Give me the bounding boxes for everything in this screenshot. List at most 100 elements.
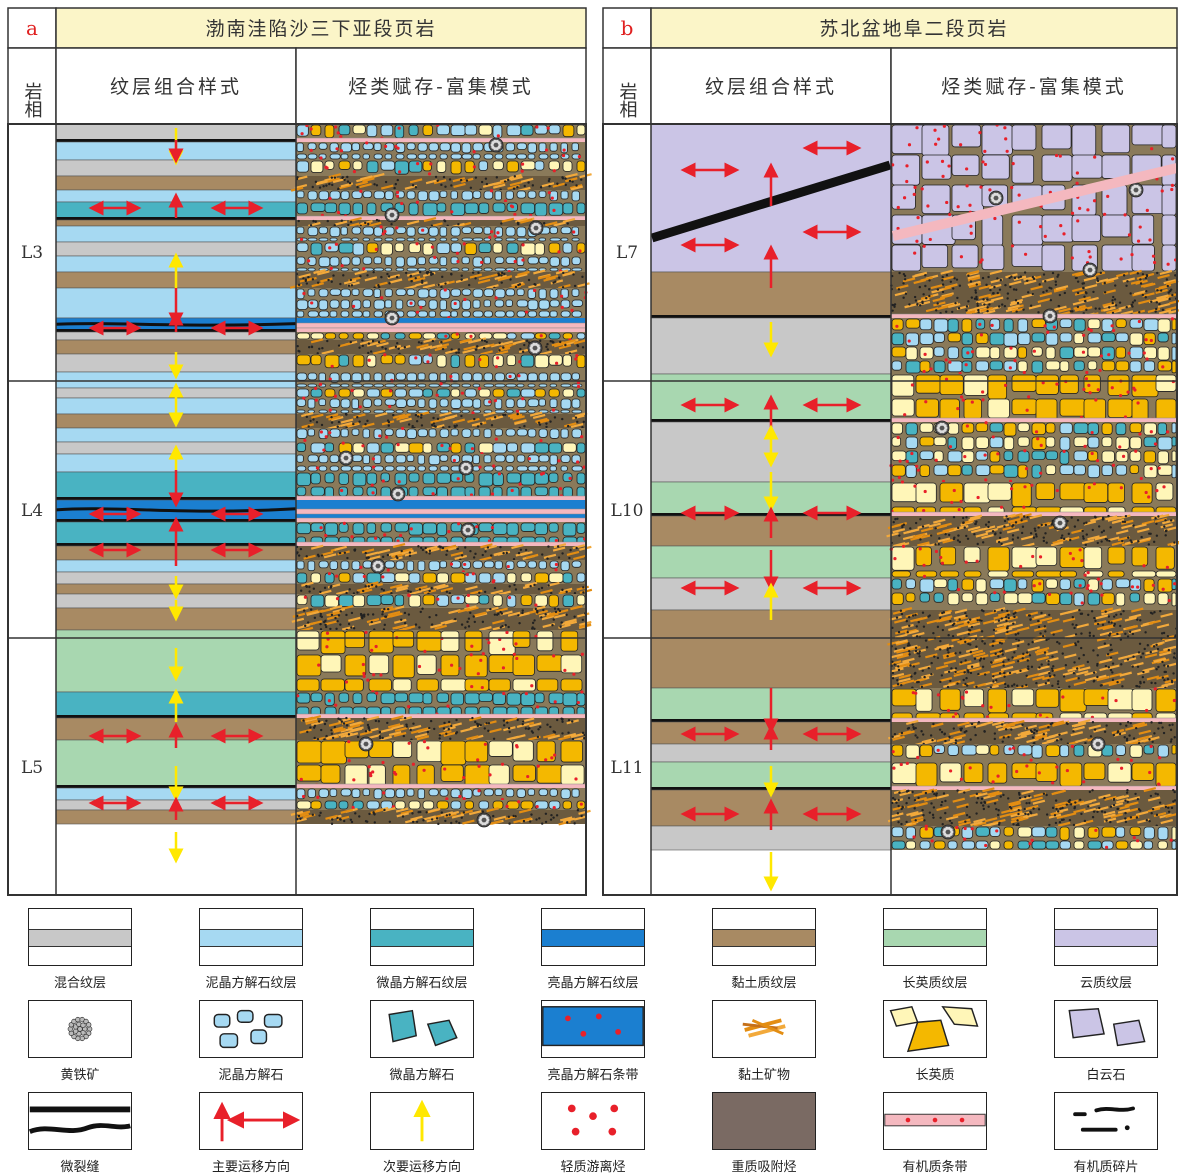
organic-fragment [999, 288, 1001, 290]
light-hydrocarbon [309, 127, 312, 130]
organic-fragment [331, 281, 333, 283]
mineral-grain [572, 466, 582, 471]
organic-fragment [1038, 666, 1040, 668]
mineral-grain [381, 125, 393, 136]
organic-fragment [1134, 299, 1136, 301]
organic-fragment [321, 554, 323, 556]
organic-fragment [556, 814, 558, 816]
organic-fragment [332, 274, 334, 276]
mineral-grain [441, 741, 466, 765]
mineral-grain [462, 373, 472, 381]
mineral-grain [479, 243, 491, 253]
organic-fragment [1163, 671, 1165, 673]
mineral-grain [506, 429, 515, 436]
organic-fragment [365, 730, 367, 732]
light-hydrocarbon [352, 778, 355, 781]
mineral-grain [319, 300, 328, 310]
mineral-grain [440, 399, 448, 407]
mineral-grain [367, 595, 381, 605]
organic-fragment [458, 822, 460, 824]
light-hydrocarbon [923, 370, 926, 373]
mineral-grain [297, 333, 310, 339]
organic-fragment [337, 425, 339, 427]
light-hydrocarbon [913, 193, 916, 196]
light-hydrocarbon [1079, 548, 1082, 551]
light-hydrocarbon [526, 775, 529, 778]
light-hydrocarbon [1150, 745, 1153, 748]
organic-fragment [1026, 516, 1028, 518]
organic-fragment [1020, 519, 1022, 521]
organic-fragment [468, 617, 470, 619]
organic-fragment [1039, 632, 1041, 634]
organic-fragment [483, 347, 485, 349]
light-hydrocarbon [487, 641, 490, 644]
organic-fragment [541, 822, 543, 824]
organic-fragment [919, 538, 921, 540]
mineral-grain [308, 191, 317, 200]
mineral-grain [374, 384, 383, 387]
mineral-grain [572, 191, 580, 201]
mineral-grain [396, 429, 406, 437]
mineral-grain [396, 373, 406, 380]
mineral-grain [507, 443, 517, 452]
light-hydrocarbon [923, 245, 926, 248]
organic-fragment [1145, 290, 1147, 292]
light-hydrocarbon [898, 476, 901, 479]
organic-fragment [356, 591, 358, 593]
mineral-grain [550, 789, 557, 796]
organic-fragment [1104, 610, 1106, 612]
organic-fragment [974, 289, 976, 291]
light-hydrocarbon [300, 778, 303, 781]
organic-fragment [420, 547, 422, 549]
mineral-grain [990, 579, 1004, 588]
organic-fragment [1158, 722, 1160, 724]
light-hydrocarbon [554, 568, 557, 571]
light-hydrocarbon [551, 197, 554, 200]
organic-fragment [533, 584, 535, 586]
organic-fragment [523, 344, 525, 346]
organic-fragment [365, 820, 367, 822]
organic-fragment [967, 621, 969, 623]
organic-fragment [314, 617, 316, 619]
organic-fragment [1105, 538, 1107, 540]
organic-fragment [345, 614, 347, 616]
mineral-grain [479, 203, 489, 213]
light-hydrocarbon [562, 154, 565, 157]
mineral-grain [297, 561, 304, 569]
mineral-grain [393, 765, 410, 787]
organic-fragment [500, 626, 502, 628]
light-hydrocarbon [510, 204, 513, 207]
organic-fragment [573, 616, 575, 618]
organic-fragment [920, 730, 922, 732]
mineral-grain [473, 289, 483, 297]
pyrite-framboid [394, 211, 397, 214]
mineral-grain [297, 191, 304, 198]
organic-fragment [936, 302, 938, 304]
mineral-grain [550, 399, 557, 408]
organic-fragment [1086, 533, 1088, 535]
organic-fragment [498, 342, 500, 344]
mineral-grain [1132, 125, 1165, 145]
mineral-grain [417, 679, 438, 691]
light-hydrocarbon [513, 213, 516, 216]
organic-fragment [463, 811, 465, 813]
light-hydrocarbon [477, 672, 480, 675]
organic-fragment [523, 425, 525, 427]
mineral-grain [521, 573, 532, 582]
light-hydrocarbon [335, 575, 338, 578]
mineral-grain [462, 268, 469, 271]
light-hydrocarbon [378, 434, 381, 437]
organic-fragment [1173, 652, 1175, 654]
mineral-grain [506, 561, 514, 570]
light-hydrocarbon [362, 267, 365, 270]
organic-fragment [1146, 274, 1148, 276]
mineral-grain [429, 311, 436, 317]
organic-fragment [433, 422, 435, 424]
organic-fragment [975, 686, 977, 688]
organic-fragment [1061, 534, 1063, 536]
mineral-grain [507, 523, 518, 535]
light-hydrocarbon [1011, 244, 1014, 247]
light-hydrocarbon [1000, 506, 1003, 509]
mineral-grain [363, 191, 372, 198]
organic-fragment [1077, 677, 1079, 679]
